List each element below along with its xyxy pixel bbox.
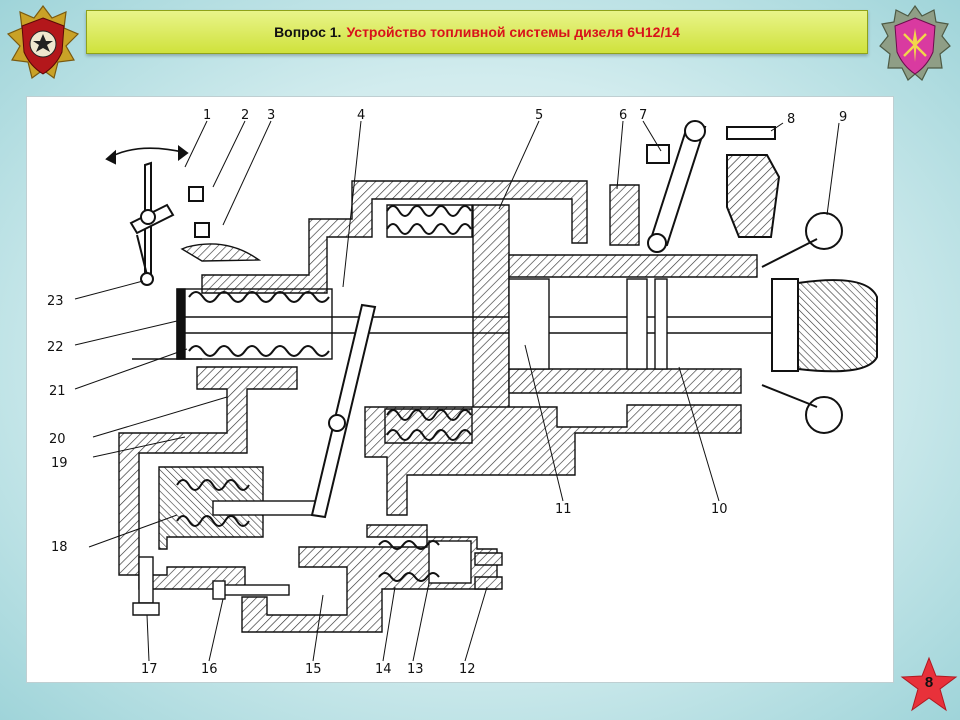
label-14: 14 — [375, 662, 392, 677]
label-10: 10 — [711, 502, 728, 517]
label-8: 8 — [787, 112, 795, 127]
left-emblem-icon — [6, 5, 80, 80]
label-20: 20 — [49, 432, 66, 447]
slide-title-topic: Устройство топливной системы дизеля 6Ч12… — [346, 24, 680, 40]
page-number: 8 — [924, 674, 934, 691]
levers-and-linkage — [105, 120, 878, 519]
label-17: 17 — [141, 662, 158, 677]
label-13: 13 — [407, 662, 424, 677]
springs — [176, 205, 472, 582]
label-18: 18 — [51, 540, 68, 555]
fuel-system-diagram: 1 2 3 4 5 6 7 8 9 10 11 12 13 14 15 16 1… — [26, 96, 894, 683]
label-15: 15 — [305, 662, 322, 677]
right-emblem-icon — [879, 4, 951, 81]
label-3: 3 — [267, 108, 275, 123]
slide-title-lead: Вопрос 1. — [274, 24, 342, 40]
slide-title-bar: Вопрос 1. Устройство топливной системы д… — [86, 10, 868, 54]
label-4: 4 — [357, 108, 365, 123]
page-star-icon — [900, 656, 958, 712]
label-16: 16 — [201, 662, 218, 677]
callout-labels: 1 2 3 4 5 6 7 8 9 10 11 12 13 14 15 16 1… — [47, 108, 847, 677]
label-6: 6 — [619, 108, 627, 123]
label-9: 9 — [839, 110, 847, 125]
label-1: 1 — [203, 108, 211, 123]
label-12: 12 — [459, 662, 476, 677]
label-22: 22 — [47, 340, 64, 355]
label-7: 7 — [639, 108, 647, 123]
label-19: 19 — [51, 456, 68, 471]
label-5: 5 — [535, 108, 543, 123]
label-2: 2 — [241, 108, 249, 123]
leader-lines — [74, 120, 840, 662]
label-23: 23 — [47, 294, 64, 309]
housing-walls — [118, 180, 758, 633]
label-21: 21 — [49, 384, 66, 399]
label-11: 11 — [555, 502, 572, 517]
internal-parts — [132, 204, 787, 616]
